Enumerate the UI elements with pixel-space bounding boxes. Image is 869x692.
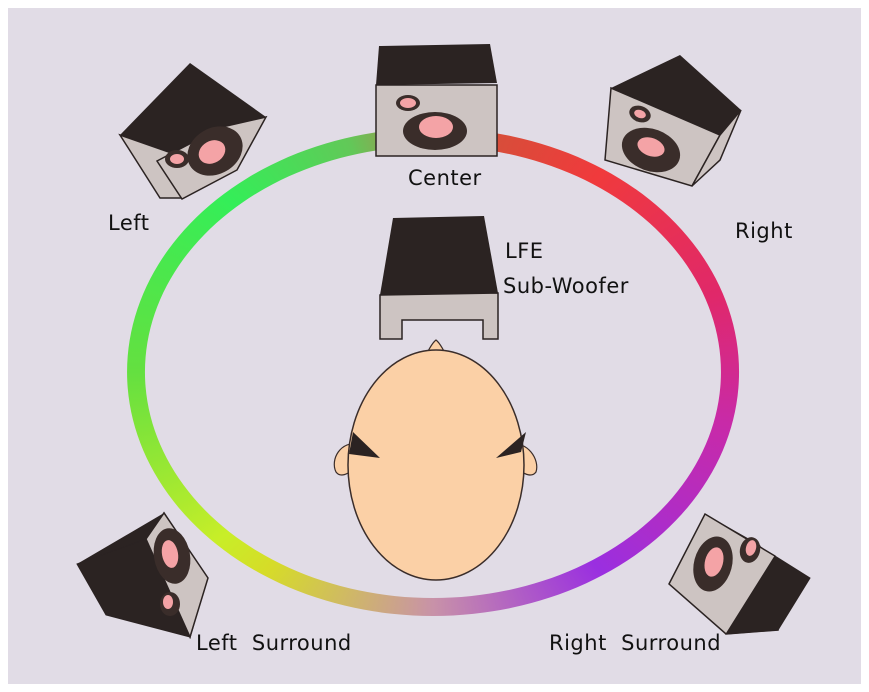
label-left-surround: Left Surround bbox=[196, 631, 352, 655]
tweeter-driver bbox=[160, 592, 180, 616]
label-right: Right bbox=[735, 219, 793, 243]
subwoofer-speaker bbox=[380, 216, 498, 339]
label-center: Center bbox=[408, 166, 482, 190]
tweeter-driver bbox=[396, 95, 420, 111]
tweeter-driver bbox=[165, 150, 189, 168]
label-subwoofer: Sub-Woofer bbox=[503, 274, 629, 298]
center-speaker bbox=[376, 44, 497, 156]
speaker-top bbox=[376, 44, 497, 85]
label-lfe: LFE bbox=[505, 239, 544, 263]
label-right-surround: Right Surround bbox=[549, 631, 721, 655]
head bbox=[348, 350, 524, 580]
woofer-driver bbox=[403, 112, 467, 150]
label-left: Left bbox=[108, 211, 150, 235]
speaker-top bbox=[380, 216, 498, 295]
